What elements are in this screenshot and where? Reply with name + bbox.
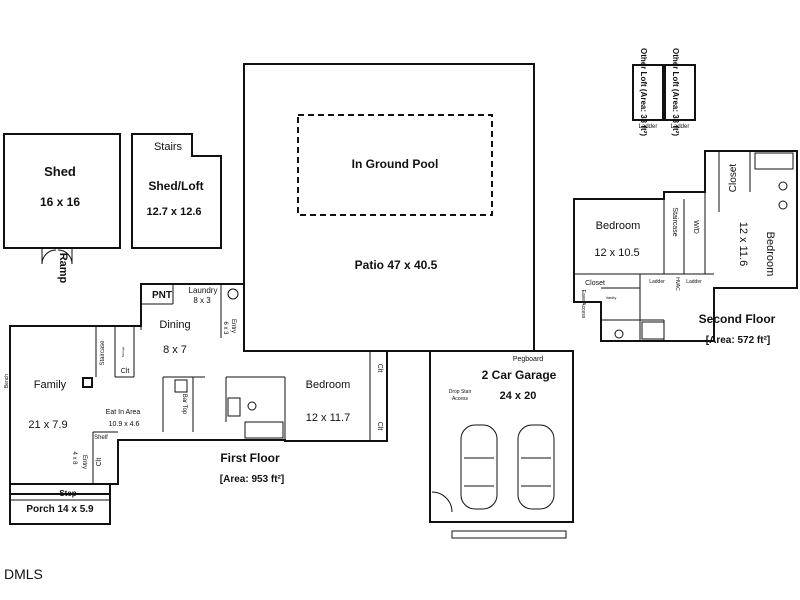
range-icon xyxy=(227,397,241,417)
garage-name: 2 Car Garage xyxy=(482,368,557,382)
pool-name: In Ground Pool xyxy=(352,157,439,171)
garage-pegboard: Pegboard xyxy=(513,356,543,363)
ff-clt3: Clt xyxy=(376,364,383,373)
sf-ladder-b: Ladder xyxy=(686,279,702,285)
loft1-outline xyxy=(632,64,664,121)
sf-vanity: Vanity xyxy=(606,295,617,300)
loft2-label: Other Loft (Area: 33 ft²) xyxy=(671,48,680,136)
ff-clt2: Clt xyxy=(96,458,103,467)
shed-door-icon xyxy=(41,248,73,265)
shed-loft-outline xyxy=(131,133,222,249)
ff-family-size: 21 x 7.9 xyxy=(28,419,67,431)
stove-icon xyxy=(82,377,93,388)
second-floor-title: Second Floor xyxy=(699,312,776,326)
second-floor: Bedroom 12 x 10.5 Bedroom 12 x 11.6 Clos… xyxy=(573,150,798,346)
shed-loft: Stairs Shed/Loft 12.7 x 12.6 xyxy=(131,133,222,249)
sf-hvac: HVAC xyxy=(674,277,680,291)
ff-laundry-size: 8 x 3 xyxy=(193,296,211,305)
sf-eave-access: Eave Access xyxy=(580,290,586,319)
ff-bedroom-name: Bedroom xyxy=(306,379,351,391)
sf-bedroom1-size: 12 x 10.5 xyxy=(594,247,639,259)
sf-closet-top: Closet xyxy=(728,164,739,193)
sf-closet-small: Closet xyxy=(585,280,605,287)
ff-clt1: Clt xyxy=(121,368,130,375)
garage-drop-stair: Drop Stair xyxy=(449,389,472,395)
sf-bedroom2-size: 12 x 11.6 xyxy=(737,222,749,266)
loft1-label: Other Loft (Area: 33 ft²) xyxy=(639,48,648,136)
ff-bedroom-size: 12 x 11.7 xyxy=(306,412,350,424)
patio-outline xyxy=(243,63,535,352)
shed-size: 16 x 16 xyxy=(40,195,80,209)
ff-laundry-name: Laundry xyxy=(189,286,218,295)
sf-sink-icon xyxy=(778,200,788,210)
ff-entry-bottom-size: 4 x 8 xyxy=(71,451,77,465)
ff-eat-in-name: Eat In Area xyxy=(106,409,141,416)
ff-tub-icon xyxy=(244,421,284,439)
patio: In Ground Pool Patio 47 x 40.5 xyxy=(243,63,535,352)
sf-staircase: Staircase xyxy=(671,207,678,236)
loft1-ladder: Ladder xyxy=(639,124,658,130)
ff-bar-top: Bar Top xyxy=(181,394,187,415)
ff-step: Step xyxy=(59,489,76,498)
loft2-outline xyxy=(664,64,696,121)
sf-toilet-icon xyxy=(778,181,788,191)
sf-bedroom1-name: Bedroom xyxy=(596,220,641,232)
other-lofts: Other Loft (Area: 33 ft²) Other Loft (Ar… xyxy=(632,48,696,136)
shed: Shed 16 x 16 Ramp xyxy=(3,133,121,284)
watermark: DMLS xyxy=(4,566,43,582)
shed-loft-size: 12.7 x 12.6 xyxy=(146,206,201,218)
garage-apron xyxy=(451,530,567,539)
ff-entry-top-size: 6 x 3 xyxy=(222,321,228,335)
first-floor-title: First Floor xyxy=(220,451,280,465)
sf-toilet2-icon xyxy=(614,329,624,339)
stairs-label: Stairs xyxy=(154,141,183,153)
ff-entry-top: Entry xyxy=(230,319,236,333)
car-icon-2 xyxy=(517,424,555,510)
garage: Pegboard 2 Car Garage 24 x 20 Drop Stair… xyxy=(429,350,574,539)
car-icon xyxy=(460,424,498,510)
ff-entry-bottom: Entry xyxy=(81,455,87,469)
pool-outline xyxy=(297,114,493,216)
sf-shower-icon xyxy=(641,321,665,340)
ff-toilet-icon xyxy=(247,401,257,411)
ramp-label: Ramp xyxy=(57,253,69,284)
washer-icon xyxy=(227,288,239,300)
ff-eat-in-size: 10.9 x 4.6 xyxy=(109,421,140,428)
loft2-ladder: Ladder xyxy=(671,124,690,130)
ff-porch: Porch 14 x 5.9 xyxy=(26,504,94,515)
ff-pnt: PNT xyxy=(152,290,172,301)
ff-staircase: Staircase xyxy=(100,340,106,366)
shed-loft-name: Shed/Loft xyxy=(148,179,203,193)
first-floor: PNT Laundry 8 x 3 Entry 6 x 3 Dining 8 x… xyxy=(4,283,388,525)
ff-bench: Bench xyxy=(4,374,10,388)
garage-size: 24 x 20 xyxy=(500,390,537,402)
second-floor-area: [Area: 572 ft²] xyxy=(706,335,770,346)
second-floor-outline xyxy=(573,150,798,342)
first-floor-area: [Area: 953 ft²] xyxy=(220,474,284,485)
garage-access: Access xyxy=(452,396,469,402)
ff-shelf: Shelf xyxy=(94,435,108,441)
ff-clt4: Clt xyxy=(376,422,383,431)
sf-tub-icon xyxy=(754,152,794,170)
shed-outline xyxy=(3,133,121,249)
ff-family-name: Family xyxy=(34,379,67,391)
porch-outline xyxy=(9,483,111,525)
ff-dining-name: Dining xyxy=(159,319,190,331)
ff-storage: Storage xyxy=(121,346,125,357)
shed-name: Shed xyxy=(44,164,76,179)
first-floor-outline xyxy=(9,283,388,495)
sf-ladder-a: Ladder xyxy=(649,279,665,285)
kitchen-sink-icon xyxy=(174,379,188,393)
garage-outline xyxy=(429,350,574,523)
sf-wd: W/D xyxy=(692,220,699,234)
sf-bedroom2-name: Bedroom xyxy=(764,232,776,277)
garage-door-swing-icon xyxy=(431,491,453,513)
ff-dining-size: 8 x 7 xyxy=(163,344,187,356)
patio-name: Patio 47 x 40.5 xyxy=(355,258,438,272)
